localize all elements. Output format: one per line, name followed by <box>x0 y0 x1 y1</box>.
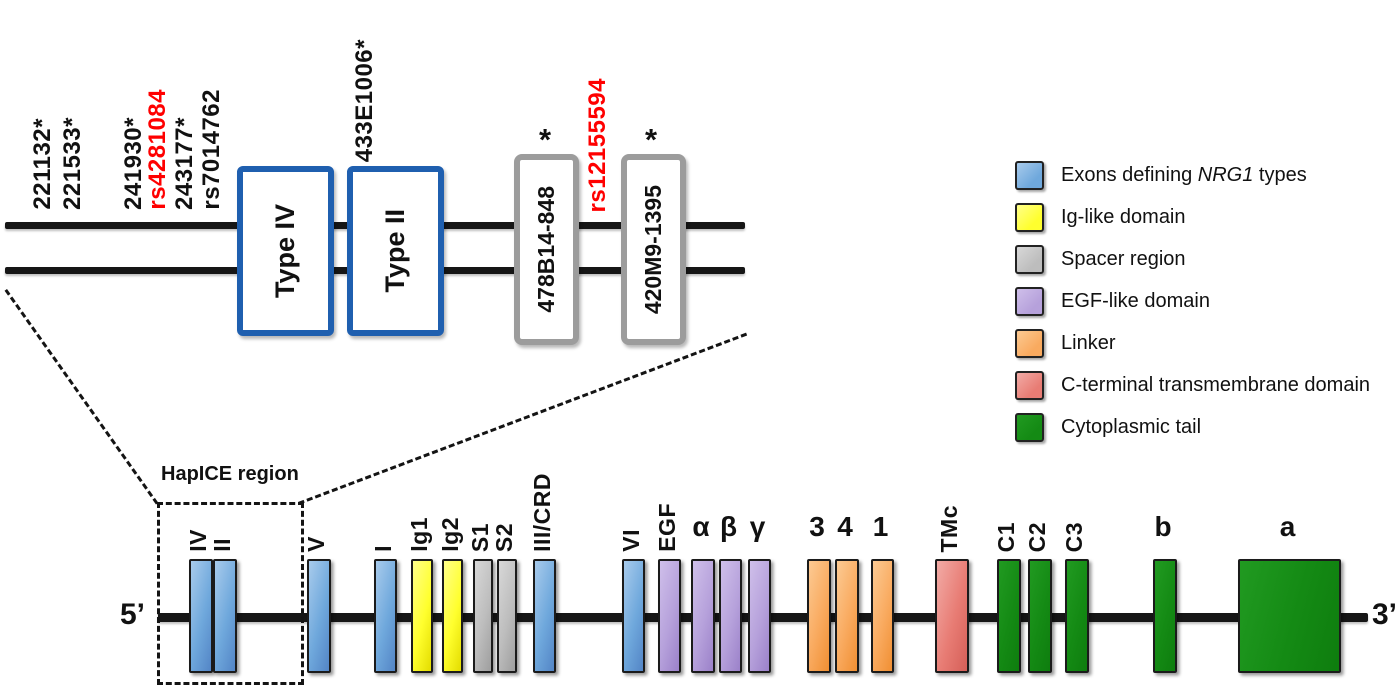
exon-label: TMc <box>936 504 962 553</box>
exon-label: 4 <box>837 511 853 542</box>
exon-bar <box>748 559 771 673</box>
exon-bar <box>1238 559 1341 673</box>
legend-label: Spacer region <box>1061 248 1186 270</box>
clone-box-label: 420M9-1395 <box>640 184 666 315</box>
zoom-connector-line-right <box>298 332 748 505</box>
exon-label: Ig1 <box>406 517 432 552</box>
snp-marker-label: rs4281084 <box>144 89 171 210</box>
exon-label: 3 <box>809 511 825 542</box>
exon-bar <box>307 559 331 673</box>
legend-label: C-terminal transmembrane domain <box>1061 374 1371 396</box>
clone-box: Type II <box>347 166 444 336</box>
legend-swatch-blue <box>1015 161 1044 190</box>
legend-swatch-green <box>1015 413 1044 442</box>
snp-marker-label: 243177* <box>171 117 198 210</box>
exon-bar <box>835 559 859 673</box>
exon-label: C1 <box>993 521 1019 552</box>
clone-box: 478B14-848 <box>514 154 579 345</box>
snp-marker-label: 241930* <box>120 117 147 210</box>
exon-label: EGF <box>653 503 680 552</box>
legend-item: Spacer region <box>1015 245 1370 274</box>
legend-swatch-purple <box>1015 287 1044 316</box>
exon-label: S1 <box>467 522 493 552</box>
legend-label: Ig-like domain <box>1061 206 1186 228</box>
clone-box-label: Type II <box>380 209 410 293</box>
legend-label: EGF-like domain <box>1061 290 1210 312</box>
exon-bar <box>1153 559 1177 673</box>
exon-bar <box>622 559 645 673</box>
legend-item: Cytoplasmic tail <box>1015 413 1370 442</box>
exon-label: γ <box>749 511 766 542</box>
exon-label: α <box>692 511 710 542</box>
legend-item: Ig-like domain <box>1015 203 1370 232</box>
exon-bar <box>719 559 742 673</box>
exon-label: IV <box>185 529 211 552</box>
exon-bar <box>374 559 397 673</box>
clone-box: Type IV <box>237 166 334 336</box>
exon-bar <box>691 559 715 673</box>
exon-bar <box>997 559 1021 673</box>
five-prime-label: 5’ <box>120 598 146 631</box>
exon-bar <box>533 559 556 673</box>
exon-label: S2 <box>491 522 517 552</box>
zoom-connector-line-left <box>4 289 159 505</box>
exon-bar <box>189 559 213 673</box>
legend-item: Linker <box>1015 329 1370 358</box>
hapice-region-label: HapICE region <box>161 463 299 485</box>
exon-label: b <box>1154 511 1172 542</box>
legend-swatch-gray <box>1015 245 1044 274</box>
legend-label: Cytoplasmic tail <box>1061 416 1202 438</box>
legend-swatch-yellow <box>1015 203 1044 232</box>
exon-label: VI <box>617 529 644 552</box>
legend-label: Linker <box>1061 332 1116 354</box>
exon-bar <box>442 559 463 673</box>
exon-label: I <box>369 545 396 552</box>
exon-bar <box>935 559 969 673</box>
legend-swatch-orange <box>1015 329 1044 358</box>
exon-label: 1 <box>872 511 889 542</box>
legend-swatch-salmon <box>1015 371 1044 400</box>
exon-bar <box>658 559 681 673</box>
legend-item: EGF-like domain <box>1015 287 1370 316</box>
snp-marker-label: rs12155594 <box>584 77 611 212</box>
hapice-region-box <box>157 502 304 685</box>
exon-label: a <box>1279 511 1296 542</box>
exon-bar <box>807 559 831 673</box>
exon-bar <box>473 559 493 673</box>
snp-marker-label: 221132* <box>29 118 56 210</box>
exon-bar <box>871 559 894 673</box>
exon-bar <box>1065 559 1089 673</box>
legend-item: C-terminal transmembrane domain <box>1015 371 1370 400</box>
three-prime-label: 3’ <box>1372 598 1398 631</box>
exon-label: Ig2 <box>436 517 463 552</box>
clone-box-label: Type IV <box>270 203 300 299</box>
legend-label: Exons defining NRG1 types <box>1061 164 1307 186</box>
exon-bar <box>213 559 237 673</box>
asterisk-marker: * <box>538 122 552 157</box>
snp-marker-label: 221533* <box>59 117 86 210</box>
legend-item: Exons defining NRG1 types <box>1015 161 1370 190</box>
exon-label: β <box>719 511 738 542</box>
exon-bar <box>1028 559 1052 673</box>
exon-bar <box>497 559 517 673</box>
exon-label: III/CRD <box>528 473 555 552</box>
exon-label: C3 <box>1061 521 1087 552</box>
exon-label: C2 <box>1024 521 1050 552</box>
clone-box: 420M9-1395 <box>621 154 686 345</box>
snp-marker-label: 433E1006* <box>351 38 378 162</box>
exon-label: V <box>303 536 329 552</box>
snp-marker-label: rs7014762 <box>198 89 225 210</box>
exon-bar <box>411 559 433 673</box>
asterisk-marker: * <box>644 122 658 157</box>
exon-label: II <box>209 538 235 552</box>
clone-box-label: 478B14-848 <box>533 186 559 313</box>
